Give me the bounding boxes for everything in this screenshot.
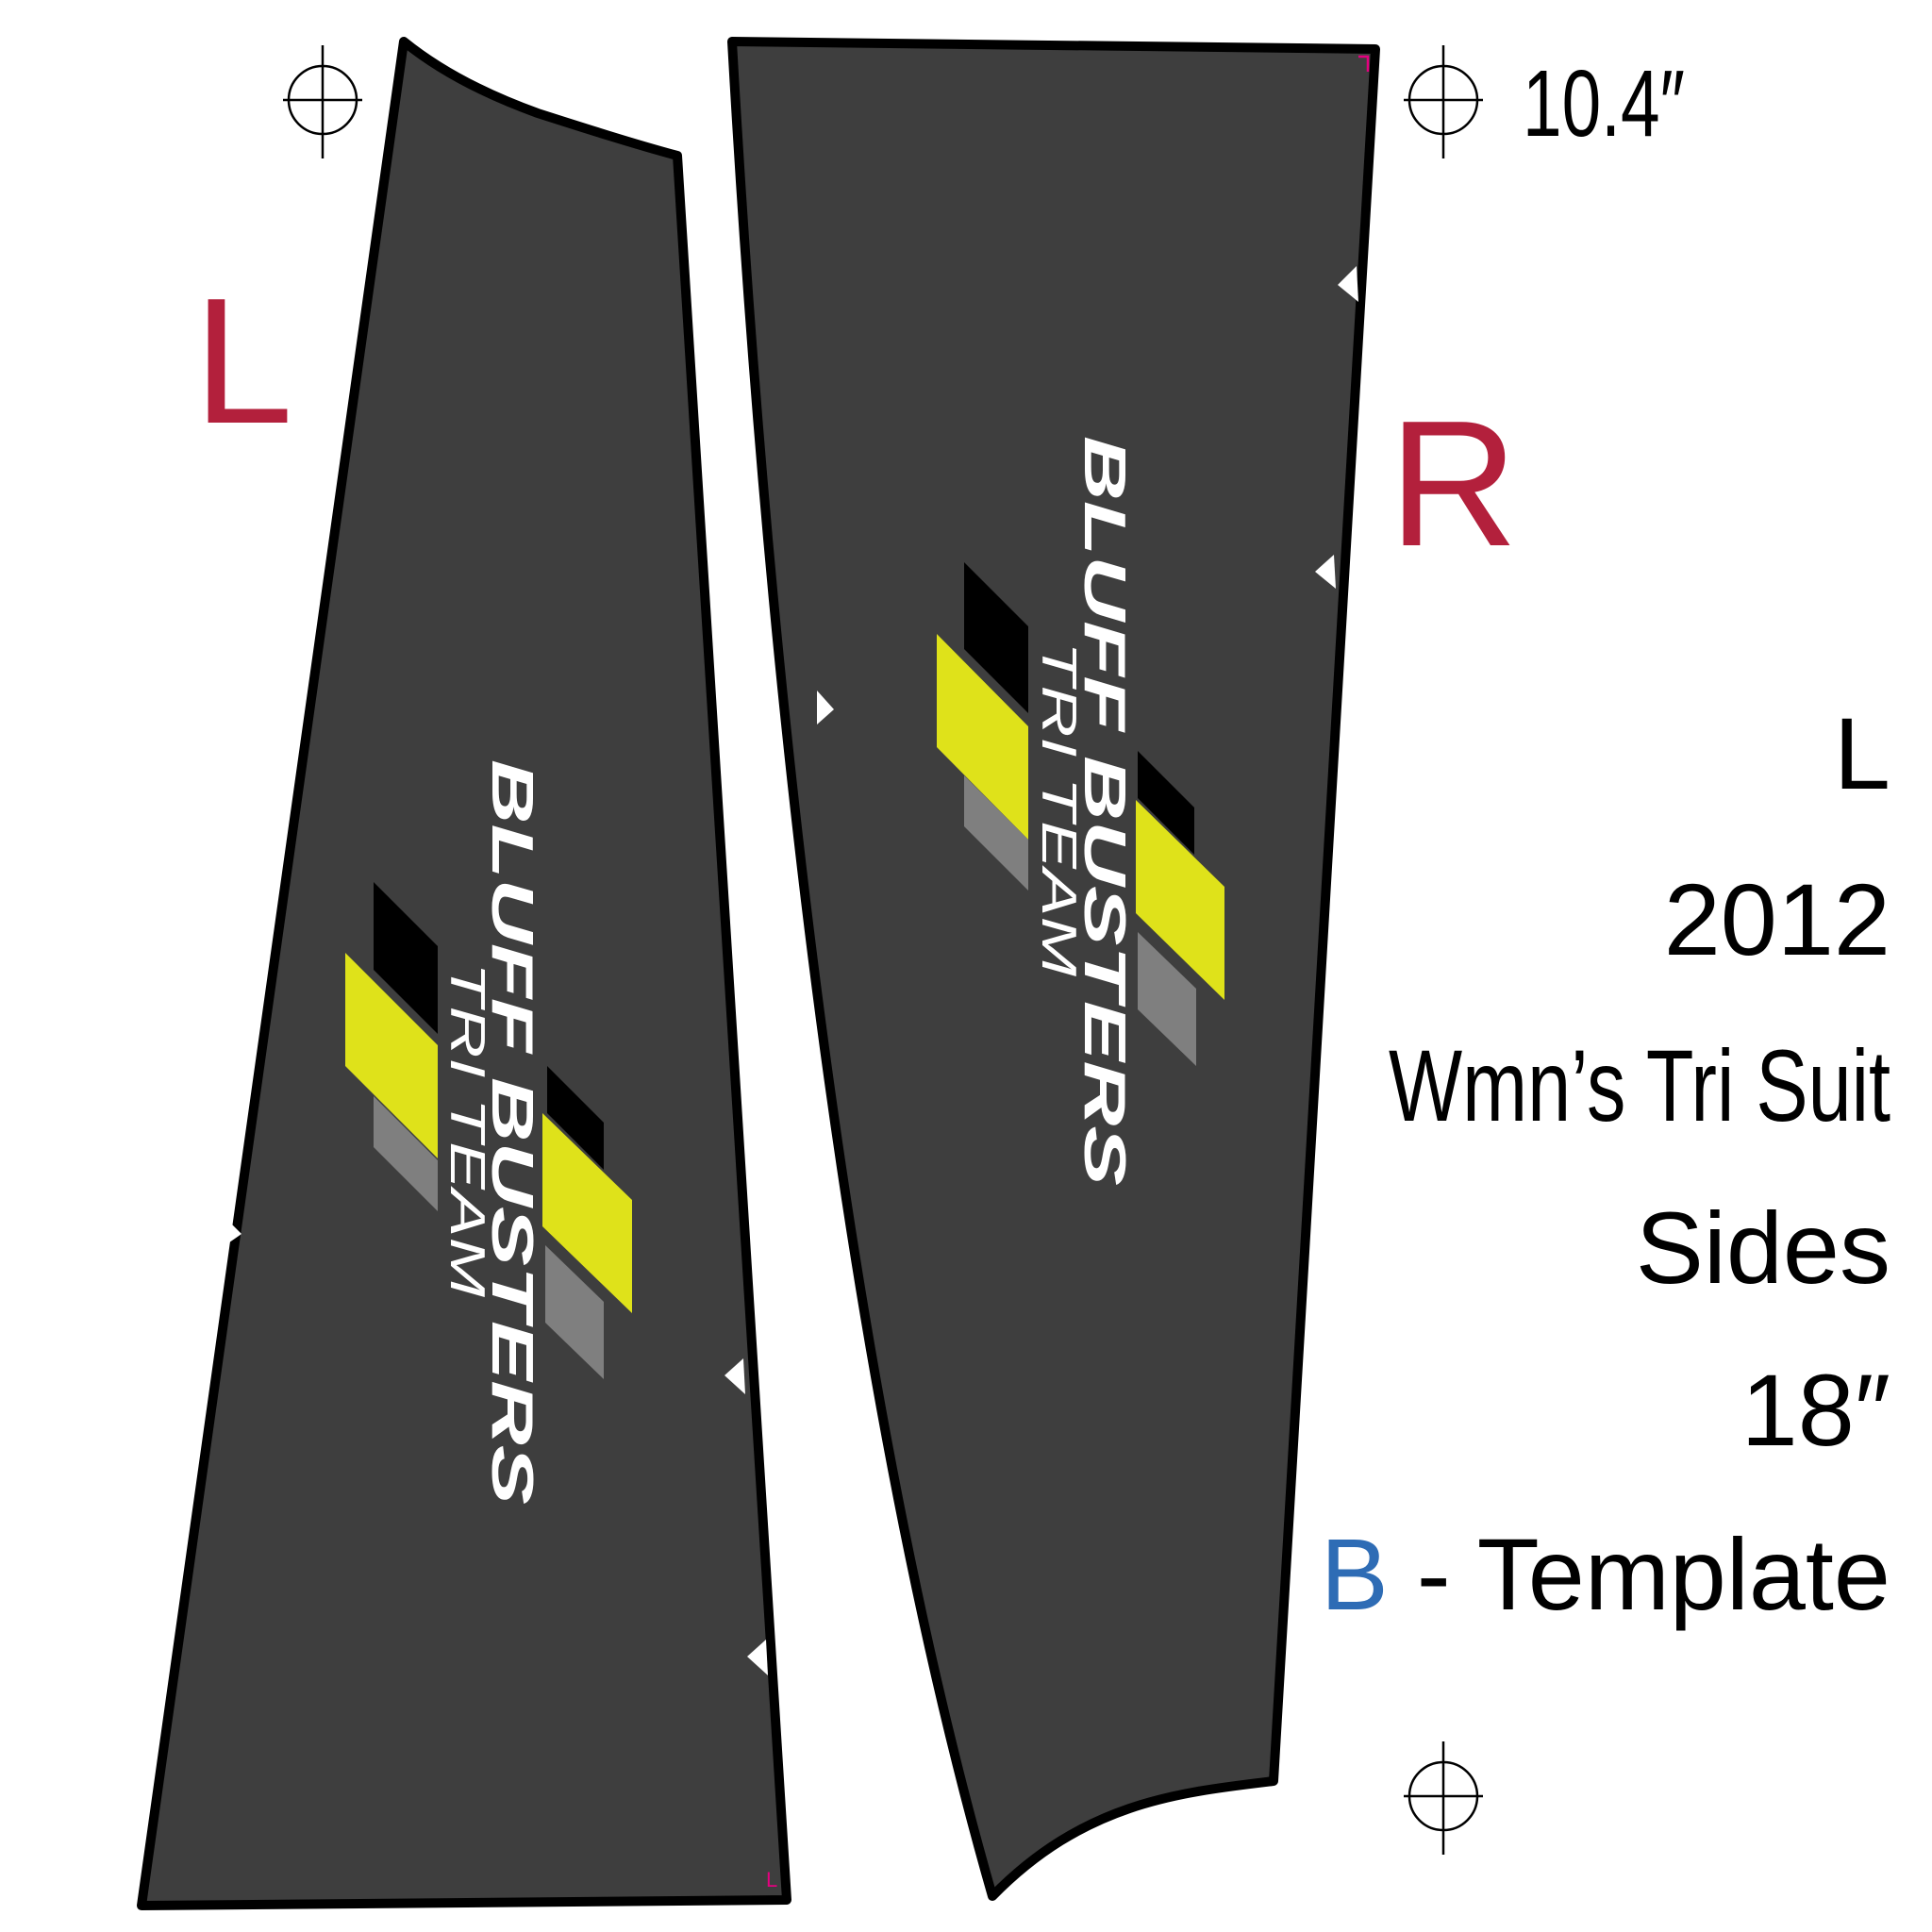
product-label: Wmn’s Tri Suit [1389,1028,1890,1142]
right-panel-shape [727,37,1380,1901]
registration-mark-top-left [283,45,362,158]
info-block: L 2012 Wmn’s Tri Suit Sides 18″ B - Temp… [1321,696,1890,1631]
logo-stripe-gray [1138,932,1196,1066]
logo-stripe-gray [374,1096,438,1211]
right-logo-subtitle: TRI TEAM [1031,641,1086,977]
year-label: 2012 [1664,862,1890,976]
registration-mark-top-right [1404,45,1483,158]
right-panel-notch [1338,266,1358,302]
right-logo-title: BLUFF BUSTERS [1072,436,1137,1186]
left-logo-stripes [345,882,632,1379]
right-panel: BLUFF BUSTERS TRI TEAM R [727,37,1518,1901]
logo-stripe-black [964,562,1028,713]
template-text: - Template [1389,1517,1890,1631]
logo-stripe-black [374,882,438,1034]
right-logo-stripes [937,562,1224,1066]
left-panel: L BLUFF BUSTERS TRI TEAM L [137,37,791,1910]
right-panel-notch [1315,555,1336,589]
logo-stripe-yellow [1136,800,1224,1000]
logo-stripe-yellow [937,634,1028,840]
left-panel-notch [223,1215,242,1247]
logo-stripe-gray [545,1245,604,1379]
width-label: 10.4″ [1523,51,1685,157]
left-panel-corner-mark: L [766,1868,777,1891]
left-logo-sub: TRI TEAM [440,962,494,1298]
right-logo-sub: TRI TEAM [1031,641,1086,977]
template-label: B - Template [1321,1517,1890,1631]
size-label: L [1834,696,1890,810]
left-panel-notch [724,1358,745,1394]
logo-stripe-black [1138,751,1194,855]
right-side-letter: R [1389,384,1518,584]
right-panel-notch [817,691,834,724]
length-label: 18″ [1741,1353,1890,1467]
left-side-letter: L [193,261,293,461]
logo-stripe-yellow [542,1113,632,1313]
left-logo-title: BLUFF BUSTERS [479,759,544,1505]
left-logo-subtitle: TRI TEAM [440,962,494,1298]
logo-stripe-black [547,1066,604,1170]
logo-stripe-yellow [345,953,438,1158]
logo-stripe-gray [964,775,1028,891]
left-panel-notch [747,1640,768,1675]
template-letter: B [1321,1517,1389,1631]
right-logo: BLUFF BUSTERS [1072,436,1137,1186]
left-logo: BLUFF BUSTERS [479,759,544,1505]
right-panel-corner-mark [1358,55,1370,72]
registration-mark-bottom-right [1404,1741,1483,1855]
left-panel-shape [137,37,791,1910]
panel-label: Sides [1636,1191,1890,1305]
